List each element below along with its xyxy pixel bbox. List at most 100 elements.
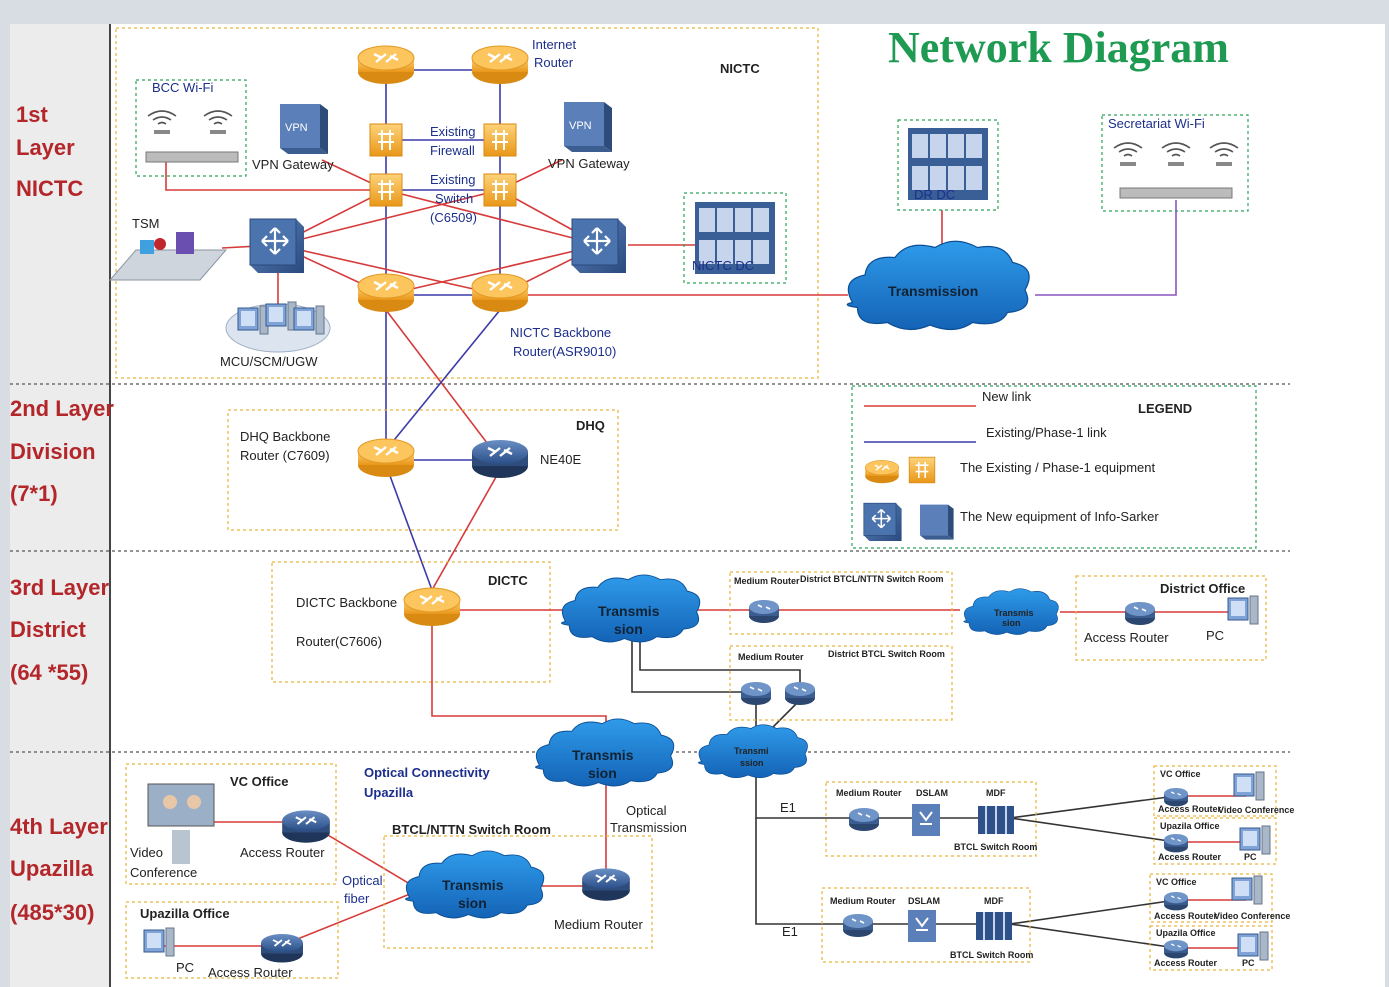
- switch-label-3: (C6509): [430, 210, 477, 225]
- firewall-icon: [369, 123, 403, 157]
- dhq-backbone-label-2: Router (C7609): [240, 448, 330, 463]
- legend-new-switch-icon: [863, 502, 903, 542]
- e1-label-2: E1: [782, 924, 798, 939]
- dhq-dictc-link: [385, 464, 433, 591]
- svg-text:VPN: VPN: [285, 122, 308, 134]
- existing-switch-icon: [369, 173, 403, 207]
- medium-router-icon: [740, 681, 772, 706]
- tsm-label: TSM: [132, 216, 159, 231]
- rack1-medium-router-label: Medium Router: [836, 788, 902, 798]
- upazilla-cloud-label-2: sion: [458, 895, 487, 911]
- legend-existing-link: Existing/Phase-1 link: [986, 425, 1107, 440]
- pc-icon: [1227, 595, 1259, 625]
- pc-label: PC: [1206, 628, 1224, 643]
- diagram-panel: [10, 24, 1385, 987]
- person-icon: [163, 795, 177, 809]
- transmission-label: Transmission: [888, 283, 978, 299]
- nictc-backbone-router-icon: [356, 272, 416, 314]
- nictc-zone-label: NICTC: [720, 61, 760, 76]
- ne40e-label: NE40E: [540, 452, 582, 467]
- layer4-line2: Upazilla: [10, 856, 94, 881]
- page-title: Network Diagram: [888, 23, 1229, 72]
- bcc-wifi-label: BCC Wi-Fi: [152, 80, 213, 95]
- layer2-line1: 2nd Layer: [10, 396, 114, 421]
- vpn-gateway-left-label: VPN Gateway: [252, 157, 334, 172]
- legend-router-icon: [864, 459, 900, 484]
- nictc-zone: [115, 27, 819, 379]
- layer1-line2: Layer: [16, 135, 75, 160]
- upazilla-access-router-label: Access Router: [208, 965, 293, 980]
- switch-icon: [1119, 187, 1233, 199]
- mini-ar-label-3: Access Router: [1154, 911, 1218, 921]
- layer-column: [10, 24, 110, 987]
- server-icon: [293, 305, 325, 335]
- mini-vc-label-1: VC Office: [1160, 769, 1201, 779]
- dhq-backbone-label-1: DHQ Backbone: [240, 429, 330, 444]
- rack1-mdf-label: MDF: [986, 788, 1006, 798]
- rack1-dslam-label: DSLAM: [916, 788, 948, 798]
- dhq-backbone-router-icon: [356, 437, 416, 479]
- center-cloud-label-1: Transmis: [572, 747, 634, 763]
- pc-icon: [1239, 825, 1271, 855]
- layer1-line1: 1st: [16, 102, 48, 127]
- video-conference-icon: [147, 783, 215, 827]
- mini-ar-label-2: Access Router: [1158, 852, 1222, 862]
- center-cloud-label-2: sion: [588, 765, 617, 781]
- dr-dc-zone: [897, 119, 999, 211]
- optical-fiber-label-1: Optical: [342, 873, 383, 888]
- pc-icon: [143, 927, 175, 957]
- backbone-label-2: Router(ASR9010): [513, 344, 616, 359]
- mini-ar-label-4: Access Router: [1154, 958, 1218, 968]
- dictc-backbone-label-1: DICTC Backbone: [296, 595, 397, 610]
- tsm-icon: [154, 238, 166, 250]
- vpn-gateway-right-label: VPN Gateway: [548, 156, 630, 171]
- medium-router-small-label2: Medium Router: [738, 652, 804, 662]
- tsm-device-icon: [140, 240, 154, 254]
- dr-dc-label: DR DC: [914, 187, 955, 202]
- secretariat-wifi-label: Secretariat Wi-Fi: [1108, 116, 1205, 131]
- legend-new-equipment: The New equipment of Info-Sarker: [960, 509, 1159, 524]
- rack2-btcl-label: BTCL Switch Room: [950, 950, 1033, 960]
- legend-existing-equipment: The Existing / Phase-1 equipment: [960, 460, 1155, 475]
- layer4-line3: (485*30): [10, 900, 94, 925]
- rack2-dslam-label: DSLAM: [908, 896, 940, 906]
- district-switch-room-zone: [729, 571, 953, 635]
- tsm-platform: [108, 249, 228, 281]
- mini-vconf-label-1: Video Conference: [1218, 805, 1294, 815]
- conference-stand-icon: [172, 830, 190, 864]
- vpn-gateway-right-icon: VPN: [564, 102, 612, 152]
- legend-vpn-icon: [920, 504, 954, 540]
- svg-text:VPN: VPN: [569, 120, 592, 132]
- person-icon: [187, 795, 201, 809]
- internet-router-label-1: Internet: [532, 37, 576, 52]
- legend-new-link: New link: [982, 389, 1032, 404]
- medium-router-icon: [748, 599, 780, 624]
- mini-upazila-office-2: [1149, 925, 1273, 971]
- vpn-gateway-left-icon: VPN: [280, 104, 328, 154]
- video-conference-label-1: Video: [130, 845, 163, 860]
- switch-label-1: Existing: [430, 172, 476, 187]
- mdf-icon: [977, 805, 1015, 835]
- bcc-wifi-zone: [135, 79, 247, 177]
- btcl-rack-zone-2: [821, 887, 1031, 963]
- dictc-cloud-label-2: sion: [614, 621, 643, 637]
- mini-pc-label-2: PC: [1242, 958, 1255, 968]
- district-office-label: District Office: [1160, 581, 1245, 596]
- switch-icon: [145, 151, 239, 163]
- switch-label-2: Switch: [435, 191, 473, 206]
- firewall-label-1: Existing: [430, 124, 476, 139]
- backbone-label-1: NICTC Backbone: [510, 325, 611, 340]
- core-switch-left-icon: [248, 217, 306, 275]
- vc-access-router-label: Access Router: [240, 845, 325, 860]
- legend-switch-icon: [908, 456, 936, 484]
- firewall-label-2: Firewall: [430, 143, 475, 158]
- btcl-rack-zone-1: [825, 781, 1037, 857]
- dhq-dictc-link: [431, 469, 501, 591]
- dictc-backbone-label-2: Router(C7606): [296, 634, 382, 649]
- mdf-icon: [975, 911, 1013, 941]
- mini-vconf-label-2: Video Conference: [1214, 911, 1290, 921]
- mini-pc-label-1: PC: [1244, 852, 1257, 862]
- optical-connectivity-label-2: Upazilla: [364, 785, 414, 800]
- server-icon: [237, 305, 269, 335]
- access-router-icon: [1163, 939, 1189, 960]
